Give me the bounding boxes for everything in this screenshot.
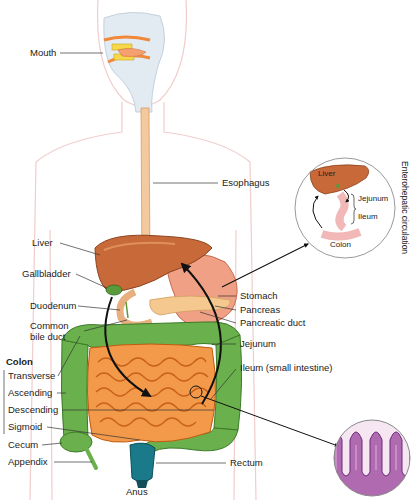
small-intestine-shape xyxy=(87,344,215,442)
inset-liver xyxy=(310,165,369,194)
rectum-shape xyxy=(130,443,155,482)
organ-label: Common bile duct xyxy=(30,320,82,342)
circulation-arrow xyxy=(182,264,221,404)
organ-label: Descending xyxy=(8,404,58,415)
inset-colon xyxy=(322,232,360,237)
mouth-drawing xyxy=(104,12,165,112)
inset-label: Jejunum xyxy=(358,194,388,204)
pancreas-shape xyxy=(150,296,230,315)
organ-label: Esophagus xyxy=(222,177,270,188)
organ-label: Mouth xyxy=(30,47,56,58)
inset-border xyxy=(295,158,395,258)
organ-label: Stomach xyxy=(240,290,278,301)
inset-intestine xyxy=(339,194,344,228)
organ-label: Ileum (small intestine) xyxy=(240,362,335,373)
organ-label: Sigmoid xyxy=(8,421,42,432)
organ-label: Duodenum xyxy=(30,300,76,311)
inset-circle: Enterohepatic circulationLiverJejunumIle… xyxy=(290,150,400,266)
organ-label: Rectum xyxy=(230,457,263,468)
organ-label: Jejunum xyxy=(240,338,276,349)
appendix-shape xyxy=(86,448,96,468)
organ-label: Anus xyxy=(126,486,148,497)
magnifier-circle xyxy=(190,386,202,398)
organ-label: Appendix xyxy=(8,456,48,467)
inset-title: Enterohepatic circulation xyxy=(400,161,410,254)
organ-label: Gallbladder xyxy=(22,268,71,279)
inset-label: Ileum xyxy=(358,212,378,222)
callout-arrow xyxy=(222,244,308,287)
organ-label: Transverse xyxy=(8,370,55,381)
gallbladder-shape xyxy=(106,285,122,295)
liver-shape xyxy=(95,235,212,292)
inset-label: Colon xyxy=(330,240,351,250)
leader-lines xyxy=(4,53,236,463)
organ-label: Liver xyxy=(32,237,53,248)
organ-label: Colon xyxy=(6,356,33,367)
organ-label: Pancreas xyxy=(240,304,280,315)
organ-label: Ascending xyxy=(8,387,52,398)
brace xyxy=(351,194,356,224)
body-outline xyxy=(30,0,256,500)
villi-drawing xyxy=(330,420,415,500)
inset-label: Liver xyxy=(318,169,335,179)
organ-label: Cecum xyxy=(8,439,38,450)
circulation-arrow xyxy=(105,297,150,396)
organ-label: Pancreatic duct xyxy=(240,317,305,328)
